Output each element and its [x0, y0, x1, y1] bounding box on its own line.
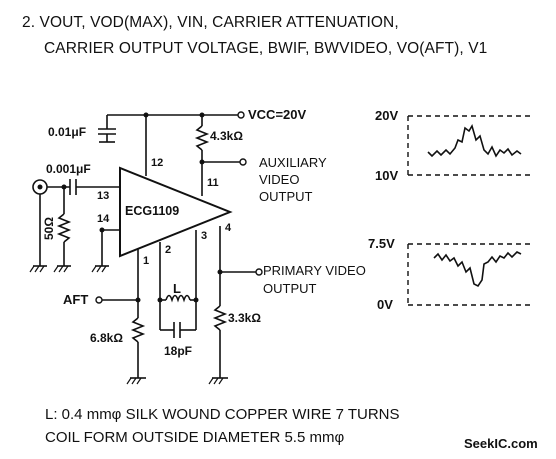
vcc-rail — [107, 111, 245, 119]
capacitor-input-label: 0.001μF — [46, 162, 91, 176]
aux-output-tap — [199, 158, 247, 166]
waveform-1-top-label: 20V — [375, 108, 399, 123]
vcc-label: VCC=20V — [248, 107, 307, 122]
waveform-2-bottom-label: 0V — [377, 297, 393, 312]
primary-output-network — [208, 226, 263, 385]
capacitor-top — [98, 115, 116, 143]
input-connector — [29, 179, 120, 273]
resistor-6k8-label: 6.8kΩ — [90, 331, 123, 345]
aft-network — [95, 248, 146, 385]
pin-12-label: 12 — [151, 157, 164, 169]
resistor-3k3-label: 3.3kΩ — [228, 311, 261, 325]
pin-1-label: 1 — [143, 255, 150, 267]
note-line-1: L: 0.4 mmφ SILK WOUND COPPER WIRE 7 TURN… — [45, 406, 400, 423]
primary-output-label: PRIMARY VIDEO OUTPUT — [263, 263, 366, 296]
pin-2-label: 2 — [165, 244, 172, 256]
capacitor-18pf-label: 18pF — [164, 344, 193, 358]
pin-11-label: 11 — [207, 177, 219, 189]
resistor-4k3-label: 4.3kΩ — [210, 129, 243, 143]
waveform-aux — [407, 115, 530, 176]
watermark: SeekIC.com — [464, 436, 538, 451]
ic-label: ECG1109 — [125, 204, 180, 218]
pin-13-label: 13 — [97, 190, 110, 202]
pin-14-label: 14 — [97, 213, 110, 225]
pin-3-label: 3 — [201, 230, 208, 242]
pin14-ground — [91, 227, 120, 273]
aft-label: AFT — [63, 292, 89, 307]
capacitor-top-label: 0.01μF — [48, 125, 87, 139]
page-title-line-2: CARRIER OUTPUT VOLTAGE, BWIF, BWVIDEO, V… — [44, 40, 488, 57]
note-line-2: COIL FORM OUTSIDE DIAMETER 5.5 mmφ — [45, 429, 345, 446]
coil-label: L — [173, 281, 181, 296]
waveform-1-bottom-label: 10V — [375, 168, 399, 183]
resistor-50-ohm — [53, 187, 72, 273]
page-title-line-1: 2. VOUT, VOD(MAX), VIN, CARRIER ATTENUAT… — [22, 14, 399, 31]
ic-triangle — [119, 166, 233, 258]
waveform-2-top-label: 7.5V — [368, 236, 395, 251]
resistor-50-label: 50Ω — [42, 217, 56, 240]
resistor-4k3 — [194, 115, 210, 196]
waveform-primary — [407, 243, 530, 306]
pin-4-label: 4 — [225, 222, 232, 234]
coil-network — [157, 230, 199, 338]
aux-output-label: AUXILIARY VIDEO OUTPUT — [259, 155, 327, 204]
